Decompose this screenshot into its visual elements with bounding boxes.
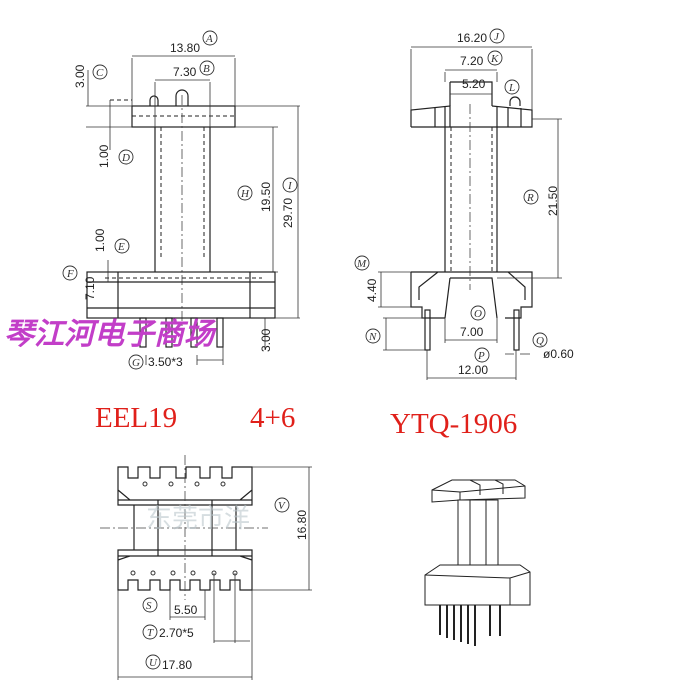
svg-text:C: C (96, 67, 104, 79)
bottom-view-dimensions: V 16.80 S 5.50 T 2.70*5 U 17.80 (142, 497, 309, 672)
faint-watermark: 东莞市洋 (146, 504, 250, 534)
svg-text:M: M (356, 258, 367, 270)
front-view (86, 55, 300, 365)
svg-text:ø0.60: ø0.60 (543, 347, 574, 361)
svg-text:I: I (287, 180, 293, 192)
svg-text:E: E (117, 241, 125, 253)
svg-text:17.80: 17.80 (162, 658, 192, 672)
svg-text:16.20: 16.20 (457, 31, 487, 45)
svg-text:K: K (490, 53, 499, 65)
svg-text:1.00: 1.00 (97, 144, 111, 168)
bobbin-3d-view (424, 479, 531, 646)
side-view (378, 46, 562, 380)
side-view-dimensions: 16.20 J 7.20 K 5.20 L R 21.50 M 4.40 N O… (354, 28, 574, 377)
svg-text:7.00: 7.00 (460, 325, 484, 339)
svg-text:13.80: 13.80 (170, 41, 200, 55)
svg-text:G: G (132, 357, 140, 369)
svg-text:5.50: 5.50 (174, 603, 198, 617)
pin-config: 4+6 (250, 402, 295, 434)
svg-text:16.80: 16.80 (295, 510, 309, 540)
core-model: EEL19 (95, 402, 177, 434)
svg-text:L: L (508, 82, 515, 94)
svg-text:J: J (494, 31, 500, 43)
svg-text:H: H (240, 188, 250, 200)
svg-text:2.70*5: 2.70*5 (159, 626, 194, 640)
svg-text:4.40: 4.40 (365, 278, 379, 302)
svg-text:P: P (477, 350, 485, 362)
svg-text:19.50: 19.50 (259, 182, 273, 212)
svg-text:B: B (203, 63, 210, 75)
svg-text:3.00: 3.00 (73, 64, 87, 88)
svg-text:29.70: 29.70 (281, 198, 295, 228)
svg-text:U: U (149, 657, 158, 669)
svg-text:R: R (526, 192, 534, 204)
svg-text:V: V (278, 500, 286, 512)
front-view-dimensions: 13.80 A 7.30 B 3.00 C 1.00 D 1.00 E F 7.… (62, 30, 298, 370)
svg-text:1.00: 1.00 (93, 228, 107, 252)
svg-text:7.10: 7.10 (83, 276, 97, 300)
svg-text:5.20: 5.20 (462, 77, 486, 91)
svg-text:A: A (205, 33, 213, 45)
svg-text:T: T (147, 627, 154, 639)
svg-text:D: D (121, 152, 130, 164)
svg-text:7.30: 7.30 (173, 65, 197, 79)
svg-text:F: F (66, 268, 74, 280)
svg-text:12.00: 12.00 (458, 363, 488, 377)
svg-text:N: N (368, 331, 377, 343)
svg-text:3.00: 3.00 (259, 328, 273, 352)
svg-text:3.50*3: 3.50*3 (148, 355, 183, 369)
svg-text:O: O (474, 308, 482, 320)
bottom-view: 东莞市洋 (100, 455, 312, 680)
part-number: YTQ-1906 (390, 408, 517, 440)
svg-text:S: S (146, 600, 152, 612)
svg-text:21.50: 21.50 (546, 186, 560, 216)
svg-text:Q: Q (536, 335, 544, 347)
watermark: 琴江河电子商场 (4, 317, 217, 352)
svg-text:7.20: 7.20 (460, 54, 484, 68)
